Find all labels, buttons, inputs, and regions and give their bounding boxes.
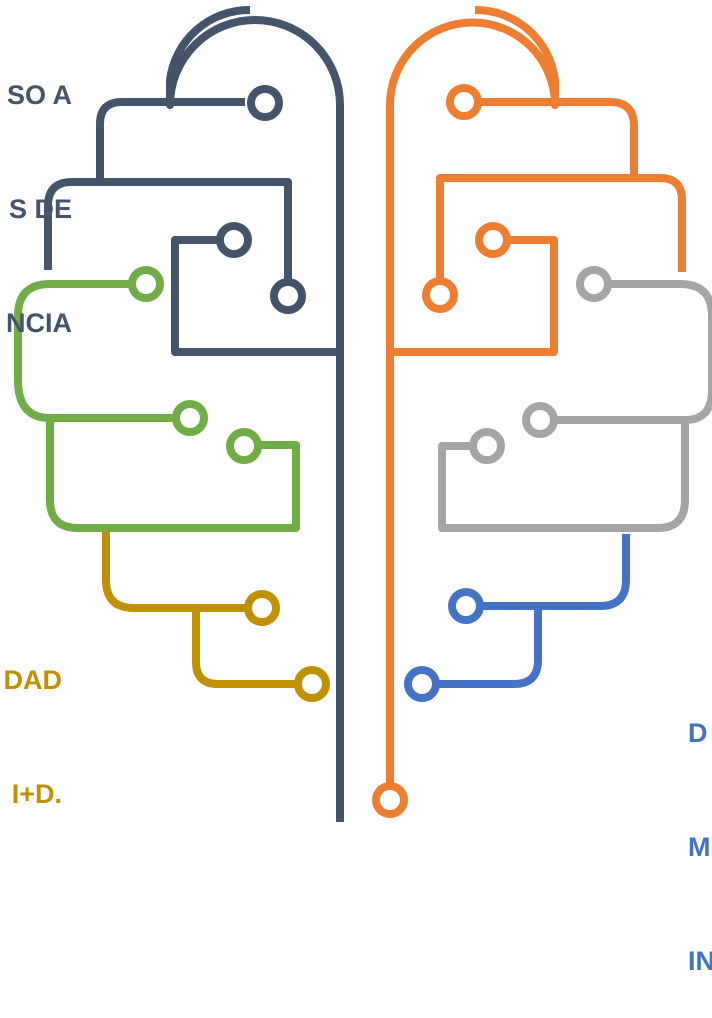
bottom-right-label-line-2: M: [688, 832, 711, 862]
gold-circuit: [102, 532, 330, 702]
top-left-label-line-2: S DE: [8, 194, 72, 224]
top-left-label: SO A S DE NCIA: [0, 0, 72, 380]
blue-circuit: [404, 534, 630, 702]
bottom-left-label-line-1: DAD: [3, 665, 63, 695]
green-circuit: [14, 266, 300, 532]
gray-circuit: [438, 266, 712, 532]
navy-circuit: [44, 5, 344, 822]
bottom-right-label-line-1: D: [688, 718, 708, 748]
bottom-left-label-line-2: I+D.: [11, 779, 62, 809]
bottom-right-label-line-3: IN: [688, 946, 712, 976]
top-left-label-line-1: SO A: [6, 80, 72, 110]
brain-circuit-diagram: [14, 5, 712, 822]
bottom-left-label: DAD I+D.: [0, 585, 63, 851]
orange-circuit: [372, 5, 686, 818]
top-left-label-line-3: NCIA: [6, 308, 72, 338]
bottom-right-label: D M IN: [688, 638, 712, 1018]
